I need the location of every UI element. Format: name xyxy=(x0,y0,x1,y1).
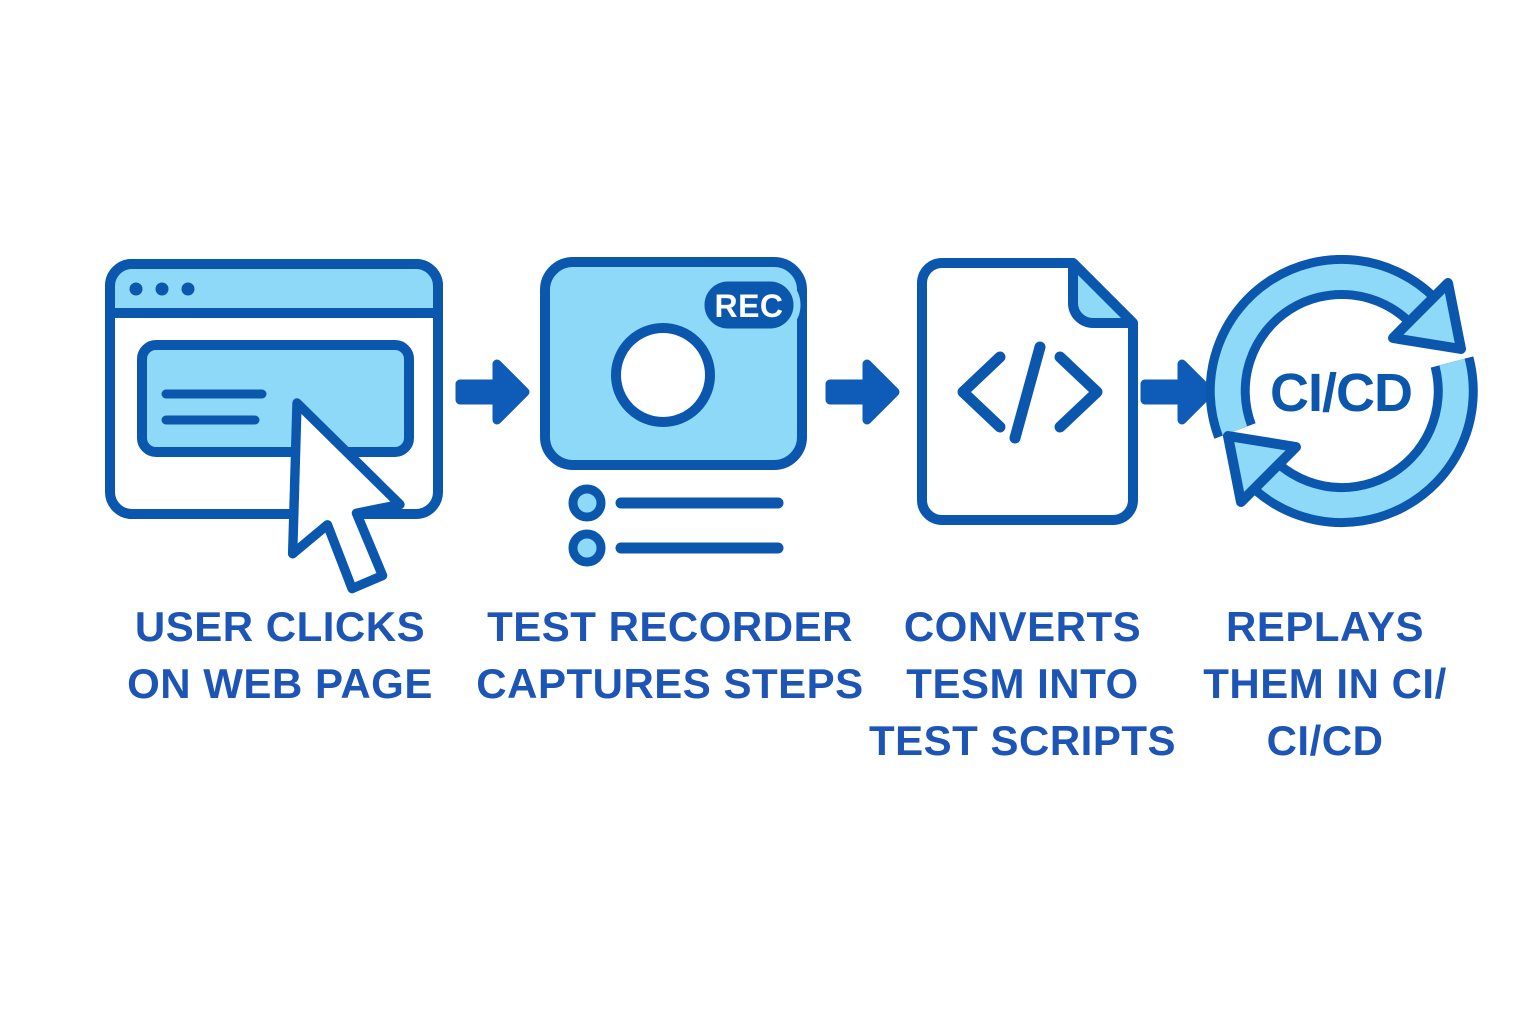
label-line: CAPTURES STEPS xyxy=(476,660,864,707)
cursor-arrow-icon xyxy=(287,398,405,594)
flow-arrow-icon xyxy=(825,359,900,425)
label-line: TEST SCRIPTS xyxy=(868,717,1177,764)
flow-arrow-icon xyxy=(1140,359,1215,425)
label-line: TESM INTO xyxy=(906,660,1139,707)
label-line: ON WEB PAGE xyxy=(127,660,433,707)
recorder-lens xyxy=(611,323,715,427)
cycle-arrowhead-bottom xyxy=(1223,431,1301,507)
folded-corner xyxy=(1068,258,1138,328)
label-line: REPLAYS xyxy=(1225,603,1425,650)
rec-badge xyxy=(697,274,801,336)
cycle-arc-bottom xyxy=(1245,358,1469,519)
code-glyph xyxy=(957,341,1103,444)
step-label-test-recorder: TEST RECORDER CAPTURES STEPS xyxy=(470,598,870,712)
screen-recorder-icon: REC xyxy=(540,257,807,567)
page-content-panel xyxy=(137,340,414,457)
step-label-user-clicks: USER CLICKS ON WEB PAGE xyxy=(80,598,480,712)
titlebar-dot-icon xyxy=(129,282,143,296)
ci-cd-cycle-icon: CI/CD xyxy=(1205,255,1478,528)
browser-titlebar xyxy=(105,259,443,318)
titlebar-dot-icon xyxy=(155,282,169,296)
label-line: CI/CD xyxy=(1266,717,1384,764)
code-file-icon xyxy=(917,258,1138,525)
browser-window-cursor-icon xyxy=(105,259,443,594)
cycle-arrowhead-top xyxy=(1388,278,1466,354)
label-line: THEM IN CI/ xyxy=(1203,660,1447,707)
flow-arrow-icon xyxy=(455,359,530,425)
label-line: TEST RECORDER xyxy=(487,603,853,650)
bullet-dot-icon xyxy=(568,529,606,567)
rec-badge-label: REC xyxy=(714,288,783,324)
cycle-arc-top xyxy=(1214,263,1433,436)
titlebar-dot-icon xyxy=(181,282,195,296)
step-label-converts: CONVERTS TESM INTO TEST SCRIPTS xyxy=(845,598,1200,769)
step-label-replays: REPLAYS THEM IN CI/ CI/CD xyxy=(1155,598,1495,769)
label-line: CONVERTS xyxy=(903,603,1142,650)
label-line: USER CLICKS xyxy=(134,603,426,650)
bullet-dot-icon xyxy=(568,484,606,522)
ci-cd-label: CI/CD xyxy=(1270,363,1412,423)
